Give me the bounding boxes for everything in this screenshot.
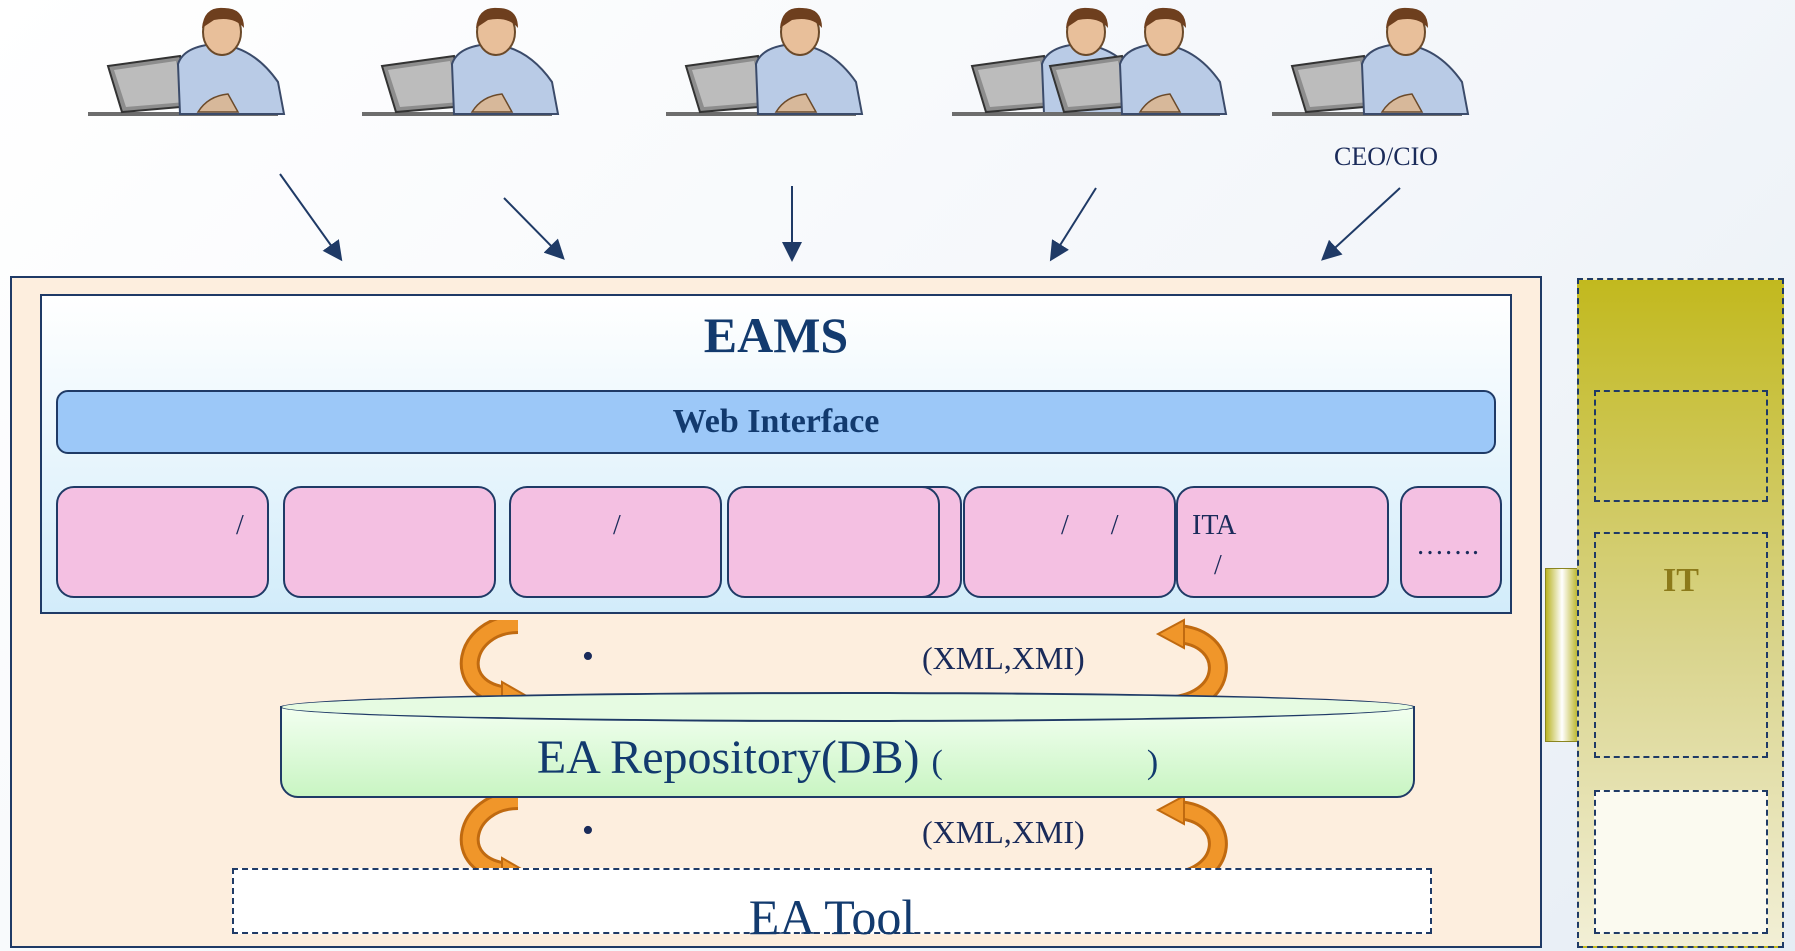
module-3-label: / — [613, 510, 621, 541]
user-figure-5 — [1272, 4, 1502, 124]
module-1[interactable]: / — [56, 486, 269, 598]
module-1-label: / — [236, 510, 244, 541]
repository-paren-open: ( — [931, 744, 943, 781]
side-box-3 — [1594, 790, 1768, 934]
top-exchange-bullet: • — [582, 638, 594, 675]
user-figure-3 — [666, 4, 896, 124]
user-figure-1 — [88, 4, 318, 124]
bottom-exchange-bullet: • — [582, 812, 594, 849]
repository-paren-close: ) — [1146, 744, 1159, 781]
it-label: IT — [1663, 562, 1699, 599]
person-at-laptop-icon — [666, 7, 864, 116]
module-7[interactable]: ……. — [1400, 486, 1502, 598]
module-3[interactable]: / — [509, 486, 722, 598]
ea-tool-label: EA Tool — [748, 889, 916, 945]
bottom-exchange-format: (XML,XMI) — [922, 814, 1085, 850]
repository-cylinder-top — [280, 692, 1415, 722]
module-6[interactable]: ITA / — [1176, 486, 1389, 598]
arrow-user-2 — [503, 197, 565, 260]
repository-label-row[interactable]: EA Repository(DB) ( ) — [280, 730, 1415, 785]
module-7-label: ……. — [1416, 530, 1479, 561]
module-5-label: / / — [1061, 510, 1119, 541]
person-at-laptop-icon — [1030, 7, 1228, 116]
module-4[interactable] — [727, 486, 940, 598]
arrow-user-5 — [1321, 187, 1401, 261]
ea-tool-box[interactable] — [232, 868, 1432, 934]
top-exchange-format: (XML,XMI) — [922, 640, 1085, 676]
side-box-1 — [1594, 390, 1768, 502]
module-2[interactable] — [283, 486, 496, 598]
person-at-laptop-icon — [88, 7, 286, 116]
arrow-user-1 — [279, 173, 343, 262]
ceo-cio-caption: CEO/CIO — [1334, 142, 1438, 171]
person-at-laptop-icon — [1272, 7, 1470, 116]
module-6-line1: ITA — [1192, 510, 1237, 541]
arrow-user-4 — [1049, 187, 1097, 262]
eams-title: EAMS — [703, 307, 849, 363]
module-6-line2: / — [1214, 550, 1222, 581]
side-connector — [1545, 568, 1579, 742]
user-figure-4b — [1030, 4, 1260, 124]
module-5[interactable]: / / — [963, 486, 1176, 598]
repository-label: EA Repository(DB) — [536, 731, 920, 784]
web-interface-bar[interactable]: Web Interface — [56, 390, 1496, 454]
user-figure-2 — [362, 4, 592, 124]
side-box-2 — [1594, 532, 1768, 758]
person-at-laptop-icon — [362, 7, 560, 116]
